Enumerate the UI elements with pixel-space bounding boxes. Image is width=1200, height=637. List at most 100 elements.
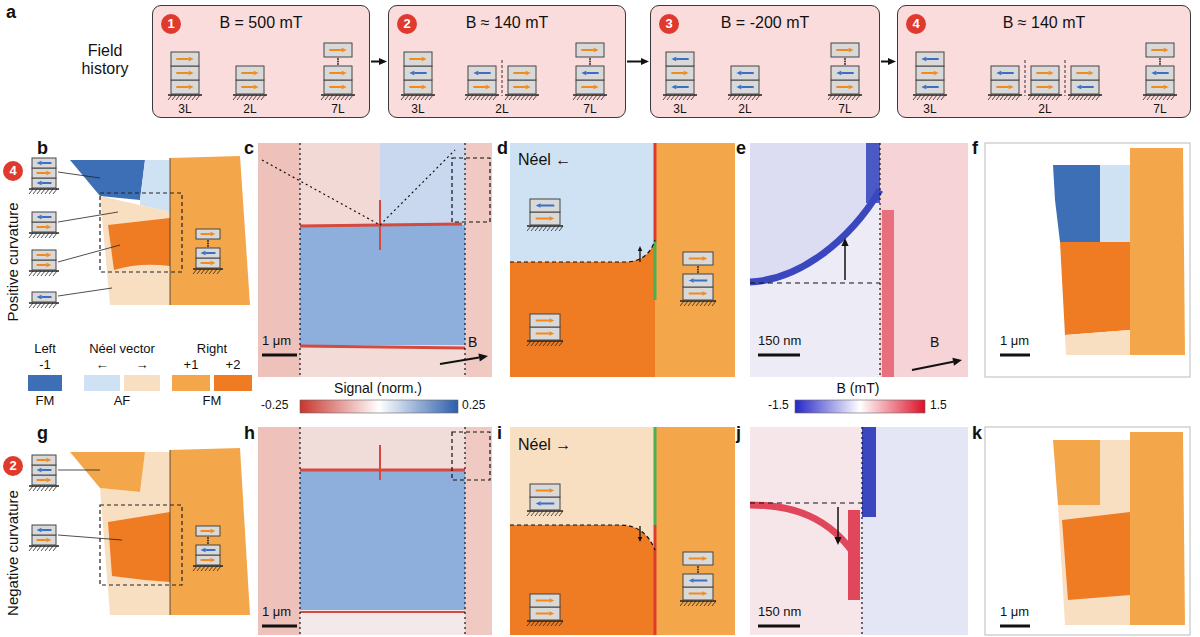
arrow-head <box>189 57 194 62</box>
substrate-hatch <box>41 271 45 276</box>
substrate-hatch <box>752 95 756 100</box>
arrow-head <box>836 71 841 76</box>
substrate-hatch <box>473 95 477 100</box>
box-fill <box>152 5 370 118</box>
substrate-hatch <box>49 189 53 194</box>
legend-swatch <box>214 375 252 391</box>
substrate-hatch <box>675 95 679 100</box>
arrow-head <box>736 85 741 90</box>
layer <box>324 80 352 94</box>
arrow-head <box>1049 71 1054 76</box>
scale-bar <box>262 354 297 357</box>
substrate-hatch <box>53 271 57 276</box>
substrate-hatch <box>53 233 57 238</box>
ellipsis-dot <box>589 63 591 65</box>
substrate-hatch <box>53 303 57 308</box>
arrow-shaft <box>329 72 341 74</box>
substrate-hatch <box>213 269 217 274</box>
callout-digit: 2 <box>397 14 417 34</box>
arrow-shaft <box>329 49 341 51</box>
substrate-hatch <box>856 95 860 100</box>
layer <box>683 574 713 587</box>
substrate-hatch <box>325 95 329 100</box>
substrate-hatch <box>844 95 848 100</box>
callout-digit: 2 <box>3 456 23 476</box>
layer <box>666 66 694 80</box>
arrow-shaft <box>912 362 953 370</box>
step-edge <box>299 427 300 635</box>
substrate-hatch <box>29 233 33 238</box>
substrate-hatch <box>527 226 531 231</box>
substrate-hatch <box>241 95 245 100</box>
substrate-hatch <box>257 95 261 100</box>
arrow-shaft <box>201 233 211 235</box>
layer <box>576 80 604 94</box>
mfm-region <box>465 143 492 377</box>
arrow-shaft <box>513 72 525 74</box>
substrate-hatch <box>535 226 539 231</box>
substrate-hatch <box>245 95 249 100</box>
domain-fm-plus2 <box>510 525 655 635</box>
substrate-hatch <box>213 566 217 571</box>
substrate-hatch <box>193 269 197 274</box>
substrate-hatch <box>696 601 700 606</box>
substrate-hatch <box>1076 95 1080 100</box>
arrow-head <box>849 85 854 90</box>
substrate-hatch <box>41 303 45 308</box>
arrow-head <box>888 58 896 65</box>
substrate-hatch <box>539 621 543 626</box>
mfm-region <box>300 143 380 225</box>
layer <box>508 80 536 94</box>
ellipsis-dot <box>697 269 699 271</box>
substrate-hatch <box>197 269 201 274</box>
annotation: 1 μm <box>1000 334 1029 349</box>
arrow-shaft <box>1001 72 1013 74</box>
arrow-head <box>473 71 478 76</box>
legend-swatch <box>84 375 120 391</box>
annotation: 3L <box>923 103 936 117</box>
arrow-head <box>342 85 347 90</box>
field-value: B ≈ 140 mT <box>389 14 625 32</box>
layer <box>404 52 432 66</box>
substrate-hatch <box>531 511 535 516</box>
legend-swatch <box>28 375 62 391</box>
arrow-head <box>702 556 707 561</box>
ellipsis-dot <box>697 569 699 571</box>
substrate-hatch <box>405 95 409 100</box>
arrow-head <box>689 278 694 283</box>
annotation: 0.25 <box>462 399 485 413</box>
layer <box>683 252 713 265</box>
layer <box>731 66 759 80</box>
flow-arrow <box>627 58 649 65</box>
substrate-hatch <box>1151 95 1155 100</box>
arrow-head <box>581 71 586 76</box>
panel-letter: h <box>244 423 255 444</box>
arrow-head <box>549 611 554 616</box>
arrow-head <box>638 537 643 542</box>
arrow-shaft <box>42 216 52 218</box>
callout-digit: 4 <box>3 161 23 181</box>
arrow-head <box>342 71 347 76</box>
arrow-shaft <box>581 49 593 51</box>
layer <box>683 552 713 565</box>
substrate-hatch <box>708 301 712 306</box>
arrow-head <box>379 58 387 65</box>
callout-digit: 1 <box>161 14 181 34</box>
arrow-shaft <box>1156 72 1168 74</box>
substrate-hatch <box>593 95 597 100</box>
field-step-box: B = 500 mT1 <box>152 5 370 118</box>
substrate-hatch <box>573 95 577 100</box>
substrate-hatch <box>688 301 692 306</box>
layer <box>196 545 220 555</box>
substrate-hatch <box>41 189 45 194</box>
legend-swatch <box>124 375 160 391</box>
layer <box>831 66 859 80</box>
arrow-head <box>46 263 51 268</box>
substrate-hatch <box>559 621 563 626</box>
arrow-head <box>549 598 554 603</box>
domain-wall <box>300 469 465 472</box>
arrow-shaft <box>689 558 703 560</box>
mfm-region <box>300 427 465 470</box>
arrow-head <box>834 537 841 545</box>
substrate-hatch <box>925 95 929 100</box>
